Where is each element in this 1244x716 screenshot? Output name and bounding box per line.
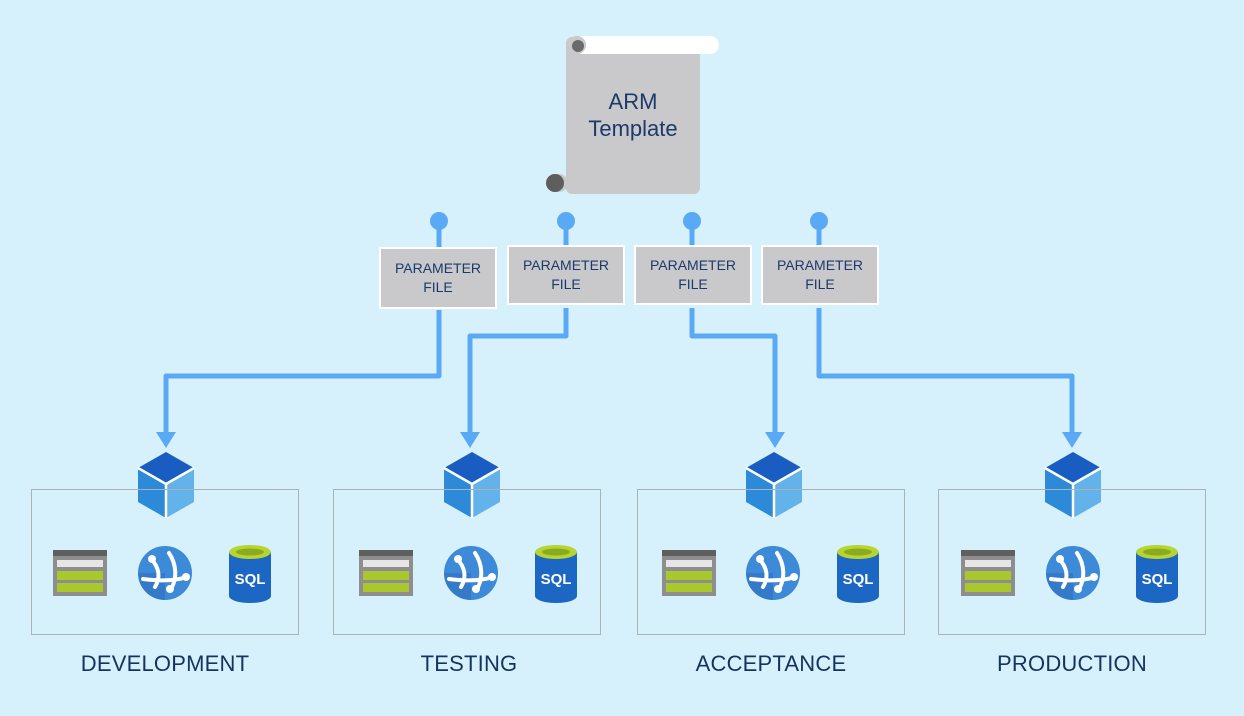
parameter-file-line1: PARAMETER xyxy=(394,260,482,276)
parameter-file-line1: PARAMETER xyxy=(776,257,864,273)
deployment-arrows xyxy=(163,308,1075,434)
parameter-file-testing: PARAMETER FILE xyxy=(507,245,625,305)
parameter-file-development: PARAMETER FILE xyxy=(379,247,497,309)
sql-icon-label: SQL xyxy=(541,571,572,588)
arm-template-line2: Template xyxy=(588,116,678,141)
arm-template-title: ARM Template xyxy=(566,88,700,142)
environment-label-testing: TESTING xyxy=(420,651,518,676)
parameter-file-acceptance: PARAMETER FILE xyxy=(634,245,752,305)
parameter-file-line2: FILE xyxy=(423,279,453,295)
parameter-file-production: PARAMETER FILE xyxy=(761,245,879,305)
environment-label-production: PRODUCTION xyxy=(997,651,1147,676)
sql-icon-label: SQL xyxy=(1142,571,1173,588)
parameter-file-line2: FILE xyxy=(805,276,835,292)
sql-icon-label: SQL xyxy=(235,571,266,588)
parameter-file-line2: FILE xyxy=(678,276,708,292)
parameter-file-line1: PARAMETER xyxy=(649,257,737,273)
sql-icon-label: SQL xyxy=(843,571,874,588)
parameter-file-line1: PARAMETER xyxy=(522,257,610,273)
environment-box-testing xyxy=(333,489,601,635)
environment-box-development xyxy=(31,489,299,635)
environment-box-acceptance xyxy=(637,489,905,635)
arm-template-line1: ARM xyxy=(608,89,658,114)
parameter-file-pins xyxy=(430,212,828,250)
parameter-file-line2: FILE xyxy=(551,276,581,292)
environment-label-development: DEVELOPMENT xyxy=(80,651,250,676)
arm-template-scroll-icon xyxy=(546,36,719,194)
arrow-heads xyxy=(156,432,1082,448)
environment-label-acceptance: ACCEPTANCE xyxy=(695,651,847,676)
environment-box-production xyxy=(938,489,1206,635)
